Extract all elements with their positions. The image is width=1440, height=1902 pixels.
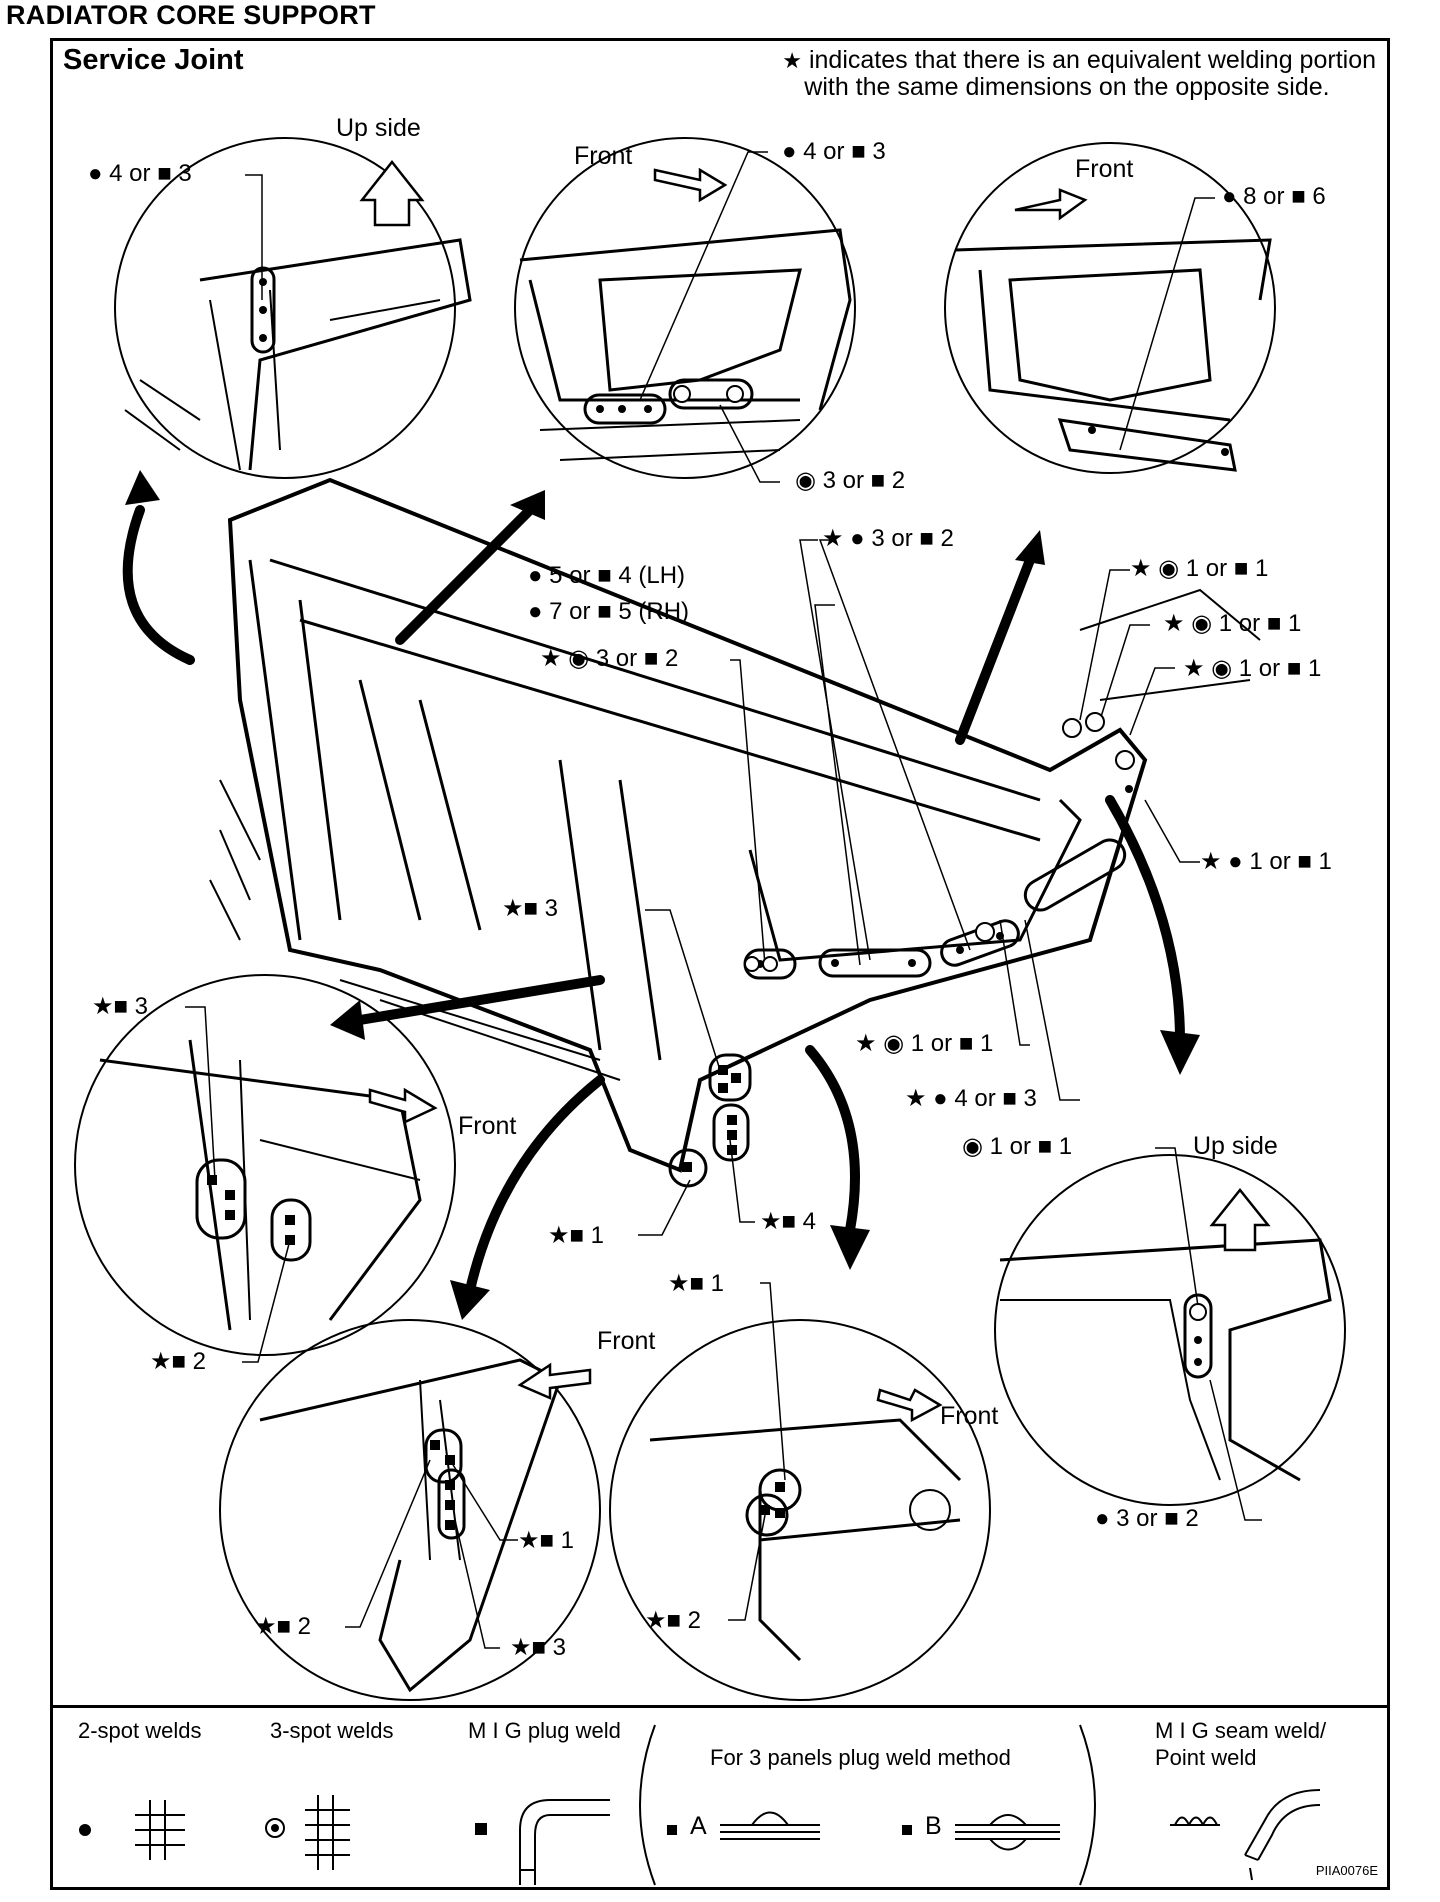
weld-label: ● 4 or ■ 3 [782,138,886,165]
weld-label: ● 5 or ■ 4 (LH) [528,562,686,589]
front-label-bottom-center: Front [940,1402,999,1430]
note-line-1: indicates that there is an equivalent we… [808,46,1376,74]
legend-plug-a-symbol [720,1811,820,1840]
front-arrow-top-center [653,167,728,203]
front-arrow-bottom-left [517,1362,592,1400]
legend-3spot-symbol [305,1795,350,1870]
weld-label: ★■ 3 [502,895,559,922]
legend-b-label: B [925,1812,942,1840]
star-icon: ★ [782,48,803,73]
weld-label: ★■ 3 [510,1634,567,1661]
weld-label: ★■ 3 [92,993,149,1020]
weld-label: ● 4 or ■ 3 [88,160,192,187]
up-side-label-mid-right: Up side [1193,1132,1278,1160]
weld-label: ★ ● 4 or ■ 3 [905,1085,1037,1112]
weld-label: ★■ 4 [760,1208,817,1235]
legend-2spot-symbol [135,1800,185,1860]
detail-circle-top-right [944,142,1276,474]
weld-label: ★ ● 3 or ■ 2 [822,525,954,552]
legend-point-weld-label: Point weld [1155,1745,1257,1770]
weld-label: ★■ 2 [255,1613,312,1640]
weld-label: ◉ 3 or ■ 2 [795,467,906,494]
figure-code: PIIA0076E [1315,1863,1378,1878]
legend-3spot-label: 3-spot welds [270,1718,394,1743]
legend-mig-seam-symbol [1170,1789,1321,1881]
detail-circle-mid-left [74,974,456,1356]
legend-mig-seam-label: M I G seam weld/ [1155,1718,1327,1743]
weld-label: ● 7 or ■ 5 (RH) [528,598,690,625]
legend-bracket-right [1079,1724,1096,1886]
front-label-top-right: Front [1075,155,1134,183]
front-arrow-mid-left [368,1087,438,1124]
section-title: Service Joint [63,44,244,76]
weld-label: ● 3 or ■ 2 [1095,1505,1199,1532]
weld-label: ★ ◉ 1 or ■ 1 [855,1030,994,1057]
detail-circle-top-center [514,137,856,479]
detail-circle-top-left [114,137,456,479]
weld-label: ★ ◉ 1 or ■ 1 [1163,610,1302,637]
diagram-frame [50,38,1390,1890]
weld-label: ★ ◉ 1 or ■ 1 [1130,555,1269,582]
up-side-label-top-left: Up side [336,114,421,142]
weld-label: ★ ◉ 1 or ■ 1 [1183,655,1322,682]
up-arrow-top-left [359,159,425,227]
front-label-mid-left: Front [458,1112,517,1140]
weld-label: ★■ 1 [548,1222,605,1249]
weld-label: ★ ● 1 or ■ 1 [1200,848,1332,875]
page-title: RADIATOR CORE SUPPORT [6,0,376,30]
weld-label: ★■ 2 [645,1607,702,1634]
front-arrow-top-right [1014,188,1088,221]
legend-2spot-label: 2-spot welds [78,1718,202,1743]
detail-circle-mid-right [994,1154,1346,1506]
weld-label: ◉ 1 or ■ 1 [962,1133,1073,1160]
front-arrow-bottom-center [876,1388,943,1423]
detail-circle-bottom-center [609,1319,991,1701]
note-line-2: with the same dimensions on the opposite… [804,73,1330,101]
front-label-bottom-left: Front [597,1327,656,1355]
weld-label: ● 8 or ■ 6 [1222,183,1326,210]
legend-a-label: A [690,1812,707,1840]
weld-label: ★■ 1 [668,1270,725,1297]
weld-label: ★■ 1 [518,1527,575,1554]
legend-plug-b-symbol [955,1814,1060,1851]
detail-circle-bottom-left [219,1319,601,1701]
legend-mig-plug-symbol [519,1799,610,1885]
star-note: ★ indicates that there is an equivalent … [782,47,1376,100]
legend-mig-plug-label: M I G plug weld [468,1718,621,1743]
legend-divider [50,1705,1390,1708]
weld-label: ★■ 2 [150,1348,207,1375]
up-arrow-mid-right [1209,1187,1271,1252]
legend-bracket-left [639,1724,656,1886]
legend-3panels-label: For 3 panels plug weld method [710,1745,1011,1770]
weld-label: ★ ◉ 3 or ■ 2 [540,645,679,672]
front-label-top-center: Front [574,142,633,170]
